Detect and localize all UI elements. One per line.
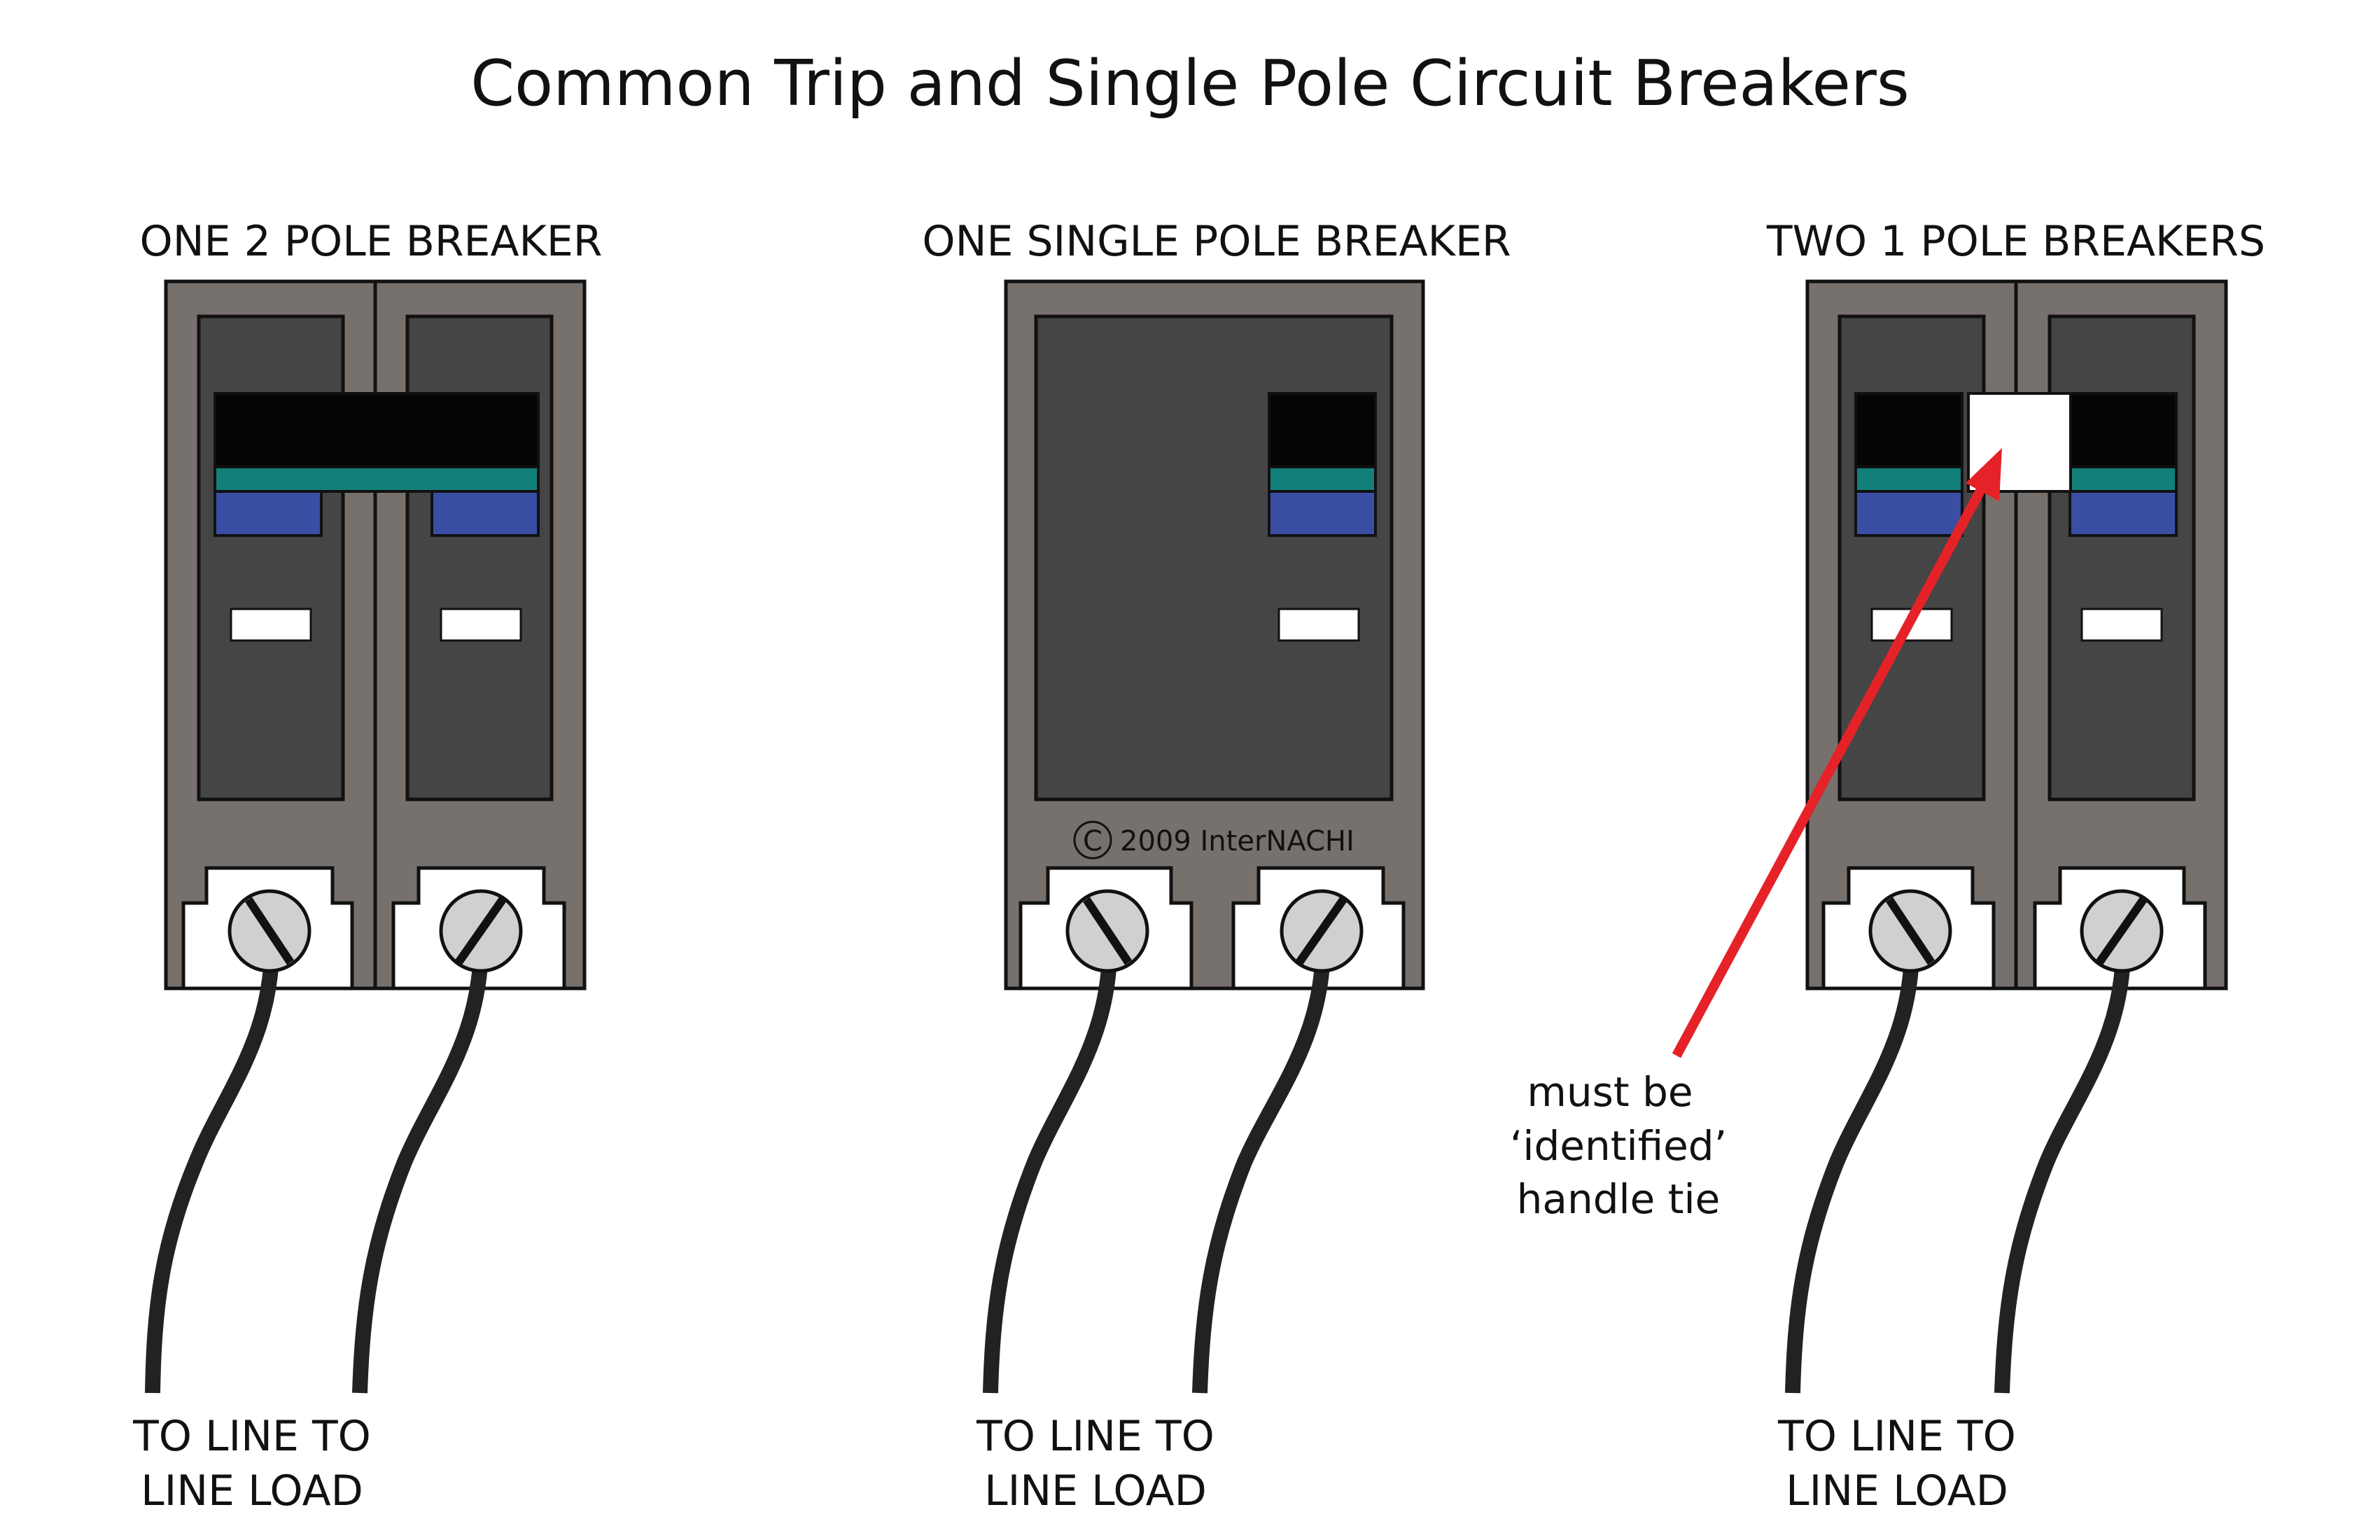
copyright-circle [1073, 820, 1112, 860]
copyright-symbol: C [1083, 825, 1102, 858]
caption-line1-right: TO LINE TO [1777, 1412, 2016, 1461]
breaker-face-left [197, 314, 345, 802]
caption-line1-left: TO LINE TO [132, 1412, 371, 1461]
handle-right [2068, 392, 2178, 468]
common-handle-teal-band [214, 465, 540, 493]
indicator-window-left [230, 608, 312, 642]
caption-line2-middle: LINE LOAD [984, 1466, 1207, 1516]
indicator-window [1278, 608, 1360, 642]
handle-left [1854, 392, 1963, 468]
single-pole-breaker: C 2009 InterNACHI [983, 279, 1425, 1394]
caption-line2-right: LINE LOAD [1786, 1466, 2008, 1516]
handle-blue-right [430, 490, 540, 537]
breaker-face-right [2047, 314, 2196, 802]
handle-left-teal-band [1854, 465, 1963, 493]
screw-slot-left [1886, 897, 1935, 965]
annotation-line3: handle tie [1517, 1175, 1721, 1223]
two-single-pole-breakers [1672, 279, 2228, 1394]
copyright-text: 2009 InterNACHI [1120, 825, 1354, 858]
wire-right [352, 930, 489, 1394]
handle-teal-band [1268, 465, 1377, 493]
panel-label-single-pole: ONE SINGLE POLE BREAKER [922, 217, 1511, 266]
annotation-line1: must be [1527, 1068, 1693, 1116]
screw-slot-right [455, 897, 506, 965]
wire-right [1994, 930, 2132, 1394]
panel-label-two-pole: ONE 2 POLE BREAKER [140, 217, 603, 266]
panel-label-two-one-pole: TWO 1 POLE BREAKERS [1766, 217, 2265, 266]
caption-line1-middle: TO LINE TO [976, 1412, 1214, 1461]
indicator-window-right [2080, 608, 2163, 642]
handle-left-blue [1854, 490, 1963, 537]
screw-slot-right [1296, 897, 1347, 965]
handle-blue [1268, 490, 1377, 537]
common-handle [214, 392, 540, 468]
annotation-arrow-shaft [1672, 480, 1989, 1058]
diagram-title: Common Trip and Single Pole Circuit Brea… [470, 47, 1910, 120]
breaker-face-right [405, 314, 554, 802]
wire-left [983, 930, 1118, 1394]
wire-right [1192, 930, 1331, 1394]
screw-slot-left [1083, 897, 1132, 965]
breaker-face-left [1837, 314, 1986, 802]
screw-slot-right [2096, 897, 2147, 965]
handle [1268, 392, 1377, 468]
wire-left [145, 930, 280, 1394]
handle-right-teal-band [2068, 465, 2178, 493]
indicator-window-right [440, 608, 522, 642]
breaker-face [1034, 314, 1394, 802]
handle-blue-left [214, 490, 323, 537]
annotation-line2: ‘identified’ [1510, 1122, 1727, 1170]
wire-left [1785, 930, 1920, 1394]
handle-right-blue [2068, 490, 2178, 537]
caption-line2-left: LINE LOAD [141, 1466, 363, 1516]
annotation-arrow-head [1966, 448, 2002, 501]
two-pole-breaker [145, 279, 587, 1394]
screw-slot-left [245, 897, 294, 965]
